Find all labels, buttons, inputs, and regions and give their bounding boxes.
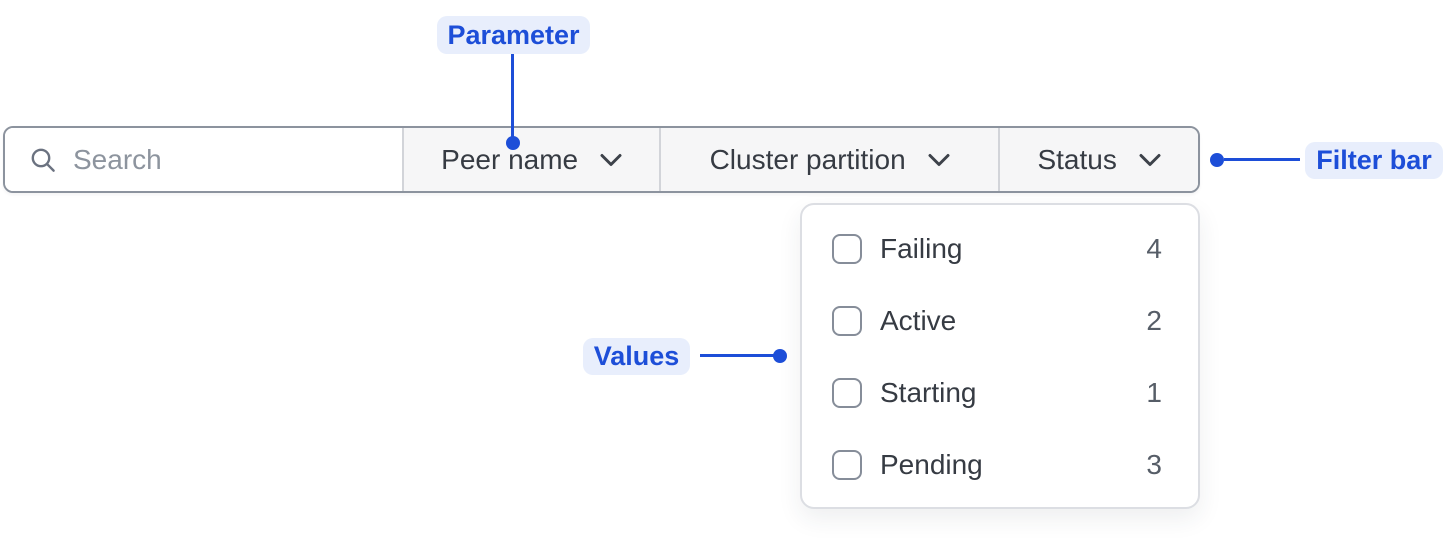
- dropdown-item-count: 1: [1146, 377, 1162, 408]
- search-field[interactable]: [5, 128, 403, 191]
- checkbox[interactable]: [832, 378, 862, 408]
- annotation-parameter-label: Parameter: [437, 16, 590, 54]
- annotation-parameter-connector-line: [511, 54, 514, 138]
- search-input[interactable]: [73, 143, 373, 176]
- dropdown-item-label: Active: [880, 305, 957, 336]
- dropdown-item-active[interactable]: Active 2: [802, 285, 1198, 357]
- status-values-dropdown: Failing 4 Active 2 Starting 1 Pending 3: [800, 203, 1200, 509]
- dropdown-item-count: 2: [1146, 305, 1162, 336]
- annotation-filter-bar-connector-dot: [1210, 153, 1224, 167]
- chevron-down-icon: [600, 153, 622, 167]
- annotation-values-connector-line: [700, 354, 774, 357]
- annotation-values-connector-dot: [773, 349, 787, 363]
- dropdown-item-count: 3: [1146, 449, 1162, 480]
- filter-param-label: Cluster partition: [709, 143, 906, 175]
- annotation-values-label: Values: [583, 338, 690, 375]
- dropdown-item-pending[interactable]: Pending 3: [802, 429, 1198, 501]
- filter-param-peer-name[interactable]: Peer name: [402, 128, 659, 191]
- checkbox[interactable]: [832, 234, 862, 264]
- dropdown-item-label: Failing: [880, 233, 963, 264]
- filter-param-label: Status: [1037, 143, 1117, 175]
- annotation-filter-bar-connector-line: [1224, 158, 1300, 161]
- chevron-down-icon: [928, 153, 950, 167]
- dropdown-item-count: 4: [1146, 233, 1162, 264]
- filter-param-status[interactable]: Status: [998, 128, 1198, 191]
- search-icon: [29, 146, 57, 174]
- checkbox[interactable]: [832, 450, 862, 480]
- filter-param-cluster-partition[interactable]: Cluster partition: [658, 128, 999, 191]
- dropdown-item-label: Pending: [880, 449, 983, 480]
- annotation-parameter-connector-dot: [506, 136, 520, 150]
- chevron-down-icon: [1139, 153, 1161, 167]
- filter-bar: Peer name Cluster partition Status: [3, 126, 1200, 193]
- dropdown-item-starting[interactable]: Starting 1: [802, 357, 1198, 429]
- dropdown-item-failing[interactable]: Failing 4: [802, 213, 1198, 285]
- annotation-filter-bar-label: Filter bar: [1305, 142, 1443, 179]
- checkbox[interactable]: [832, 306, 862, 336]
- dropdown-item-label: Starting: [880, 377, 977, 408]
